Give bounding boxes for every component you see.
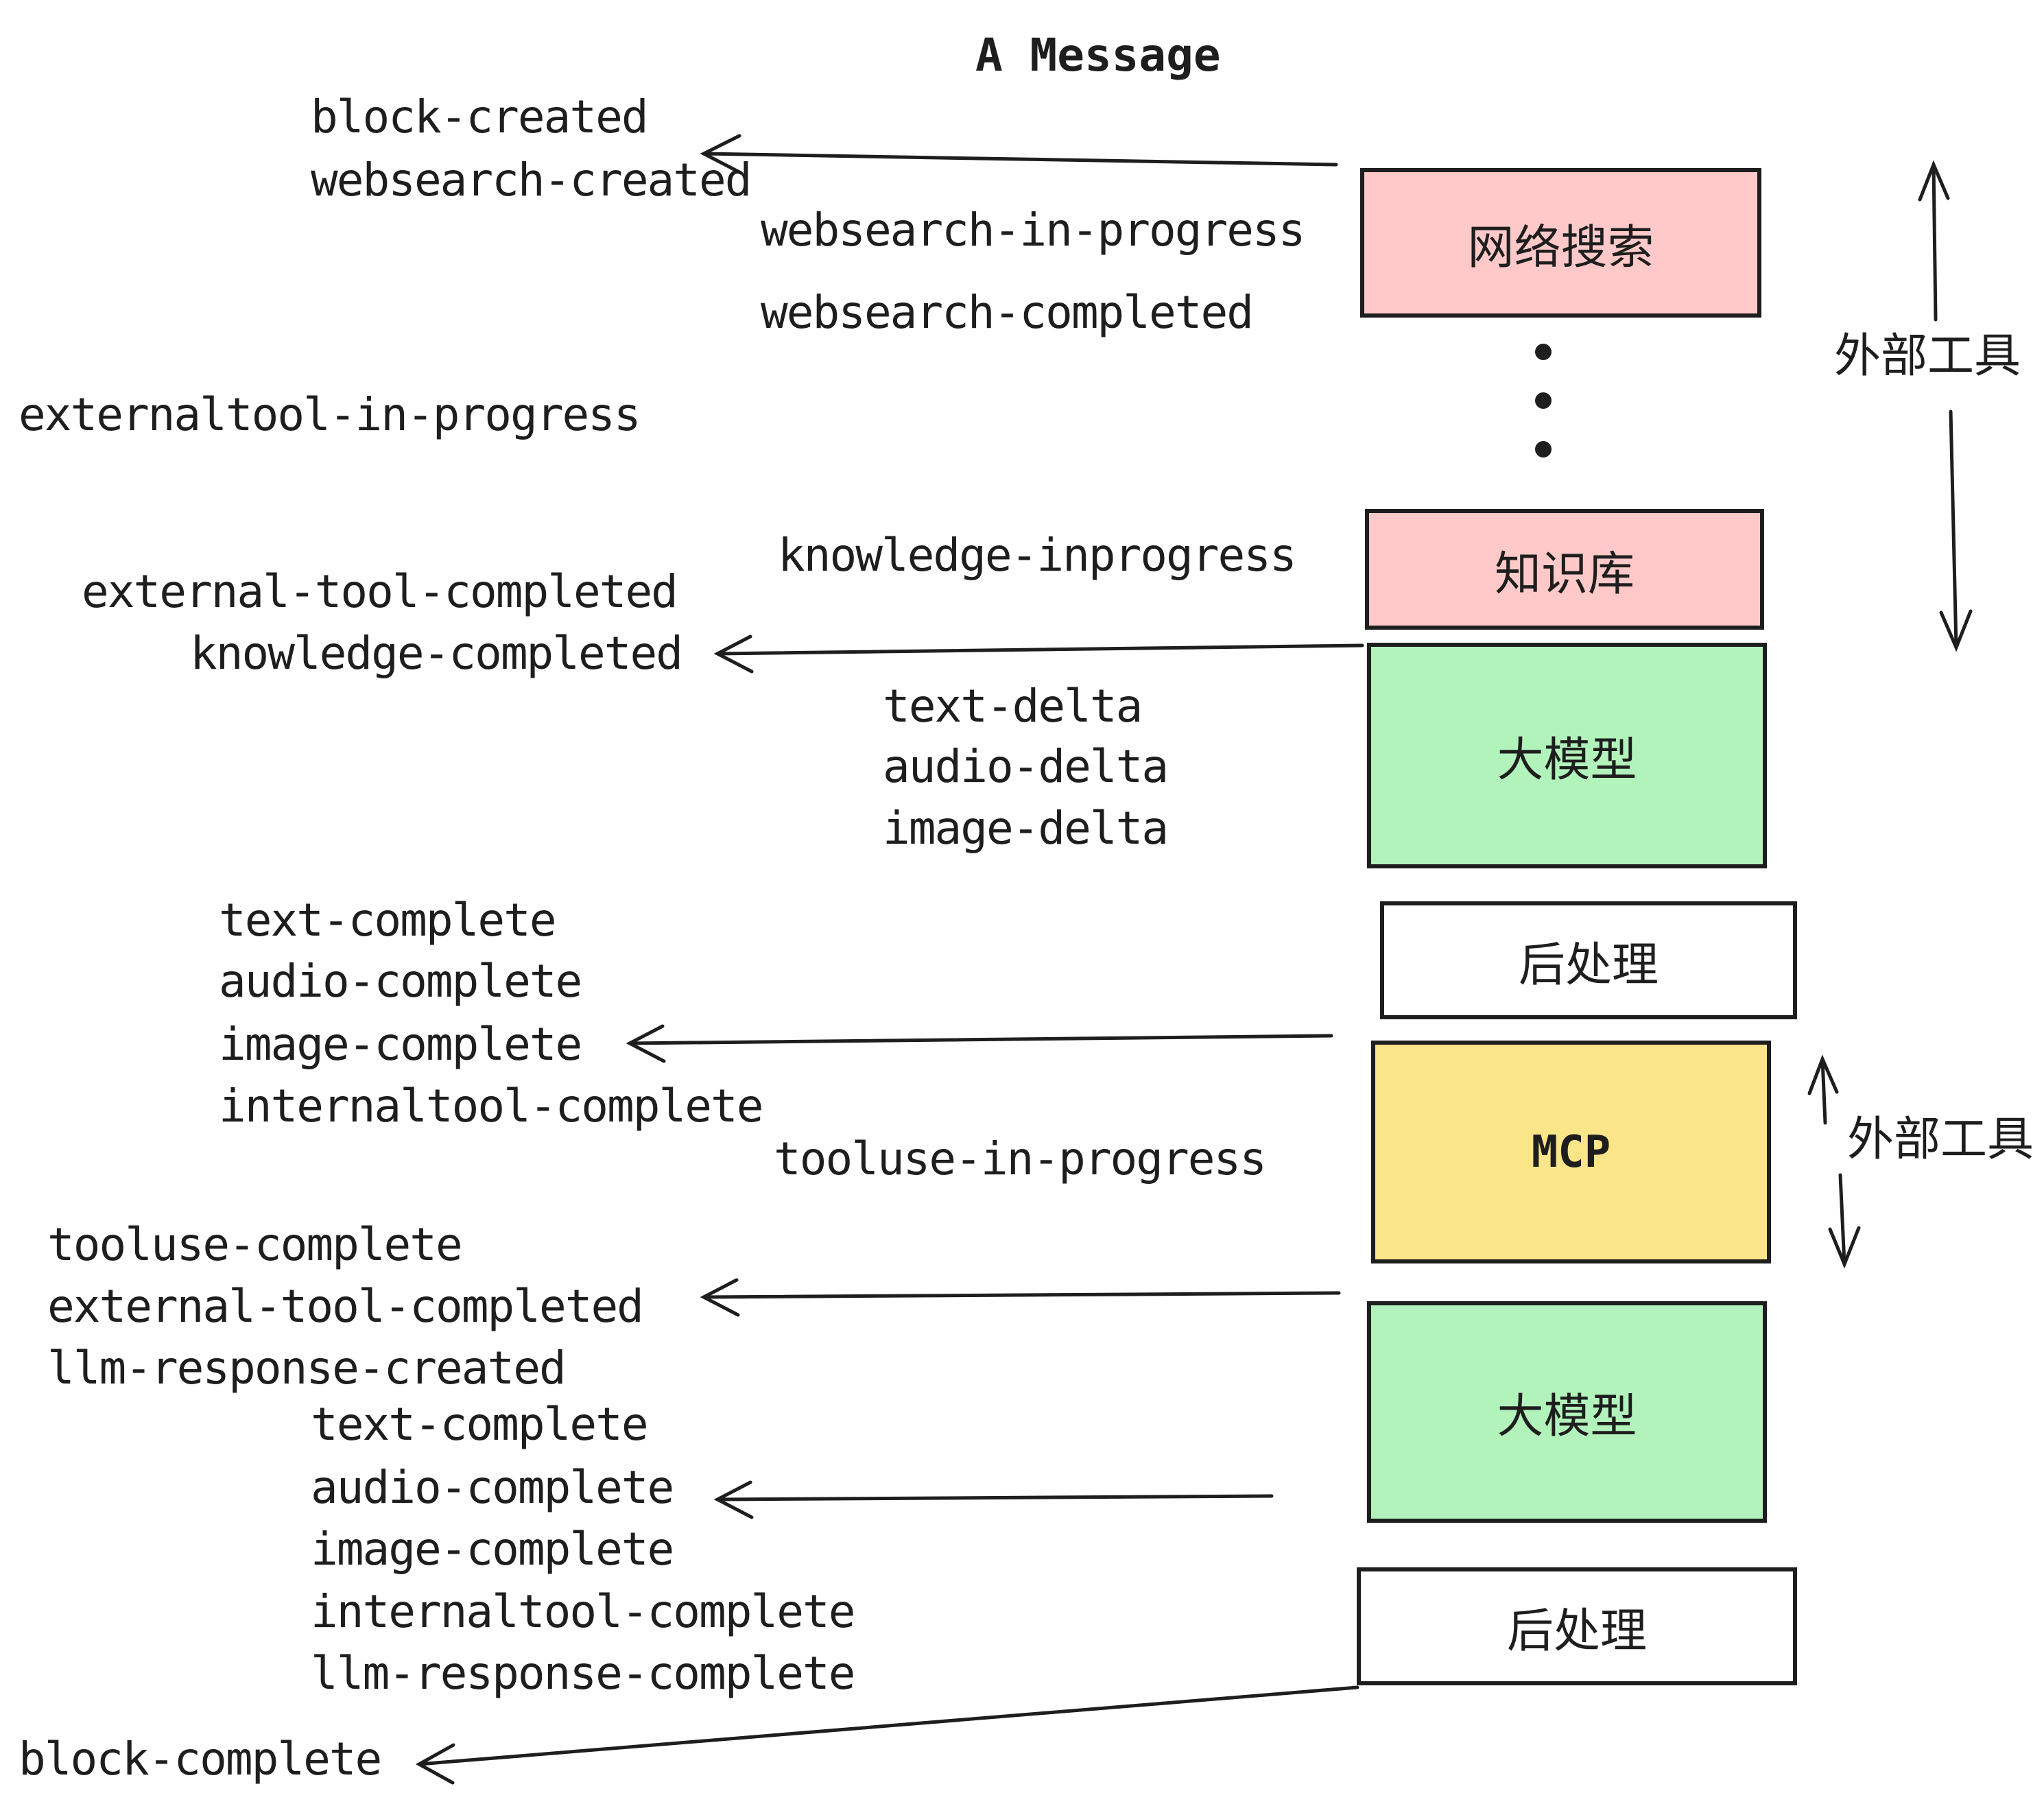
event-label-text-complete: text-complete <box>219 894 557 947</box>
event-label-audio-complete-2: audio-complete <box>311 1461 674 1514</box>
event-label-image-delta: image-delta <box>883 802 1169 855</box>
external-tools-down-arrow-1 <box>1939 410 1973 652</box>
box-websearch: 网络搜索 <box>1360 168 1761 318</box>
arrow-to-block-complete <box>415 1685 1359 1785</box>
diagram-title: A Message <box>975 29 1221 82</box>
ellipsis-vertical-icon <box>1535 344 1552 458</box>
box-postprocess-2: 后处理 <box>1357 1567 1797 1685</box>
event-label-audio-delta: audio-delta <box>883 740 1169 793</box>
box-llm-2: 大模型 <box>1367 1301 1767 1523</box>
event-label-knowledge-completed: knowledge-completed <box>190 627 683 680</box>
event-label-external-tool-completed-2: external-tool-completed <box>47 1280 644 1333</box>
arrow-to-tooluse-complete <box>700 1278 1341 1317</box>
box-postprocess-1: 后处理 <box>1380 901 1797 1019</box>
event-label-image-complete-2: image-complete <box>311 1523 674 1576</box>
event-label-block-created: block-created <box>311 91 649 143</box>
event-label-externaltool-in-progress: externaltool-in-progress <box>19 388 641 441</box>
event-label-websearch-completed: websearch-completed <box>761 286 1254 339</box>
event-label-text-delta: text-delta <box>883 680 1143 733</box>
event-label-llm-response-created: llm-response-created <box>47 1342 567 1394</box>
event-label-audio-complete: audio-complete <box>219 955 582 1008</box>
external-tools-label-1: 外部工具 <box>1834 330 2021 382</box>
box-llm-1: 大模型 <box>1367 643 1767 868</box>
event-label-text-complete-2: text-complete <box>311 1398 649 1451</box>
event-label-tooluse-in-progress: tooluse-in-progress <box>774 1132 1267 1185</box>
external-tools-down-arrow-2 <box>1828 1173 1861 1269</box>
arrow-to-image-complete <box>626 1024 1333 1063</box>
external-tools-label-2: 外部工具 <box>1847 1113 2034 1165</box>
event-label-websearch-created: websearch-created <box>311 154 752 206</box>
event-label-internaltool-complete-2: internaltool-complete <box>311 1585 855 1638</box>
arrow-to-knowledge-completed <box>713 634 1364 674</box>
dot-icon <box>1535 344 1552 360</box>
event-label-internaltool-complete: internaltool-complete <box>219 1080 763 1132</box>
event-label-block-complete: block-complete <box>19 1733 382 1785</box>
dot-icon <box>1535 392 1552 409</box>
arrow-to-websearch-created <box>700 134 1338 175</box>
box-knowledge-base: 知识库 <box>1365 509 1764 630</box>
event-label-llm-response-complete: llm-response-complete <box>311 1647 855 1700</box>
dot-icon <box>1535 441 1552 458</box>
external-tools-up-arrow-1 <box>1918 160 1950 322</box>
event-label-websearch-in-progress: websearch-in-progress <box>761 204 1305 257</box>
box-mcp: MCP <box>1371 1041 1771 1263</box>
event-label-image-complete: image-complete <box>219 1018 582 1071</box>
event-label-external-tool-completed: external-tool-completed <box>82 565 678 618</box>
event-label-tooluse-complete: tooluse-complete <box>47 1218 463 1271</box>
arrow-to-audio-complete <box>713 1480 1274 1519</box>
event-label-knowledge-inprogress: knowledge-inprogress <box>778 529 1297 582</box>
external-tools-up-arrow-2 <box>1807 1054 1839 1125</box>
